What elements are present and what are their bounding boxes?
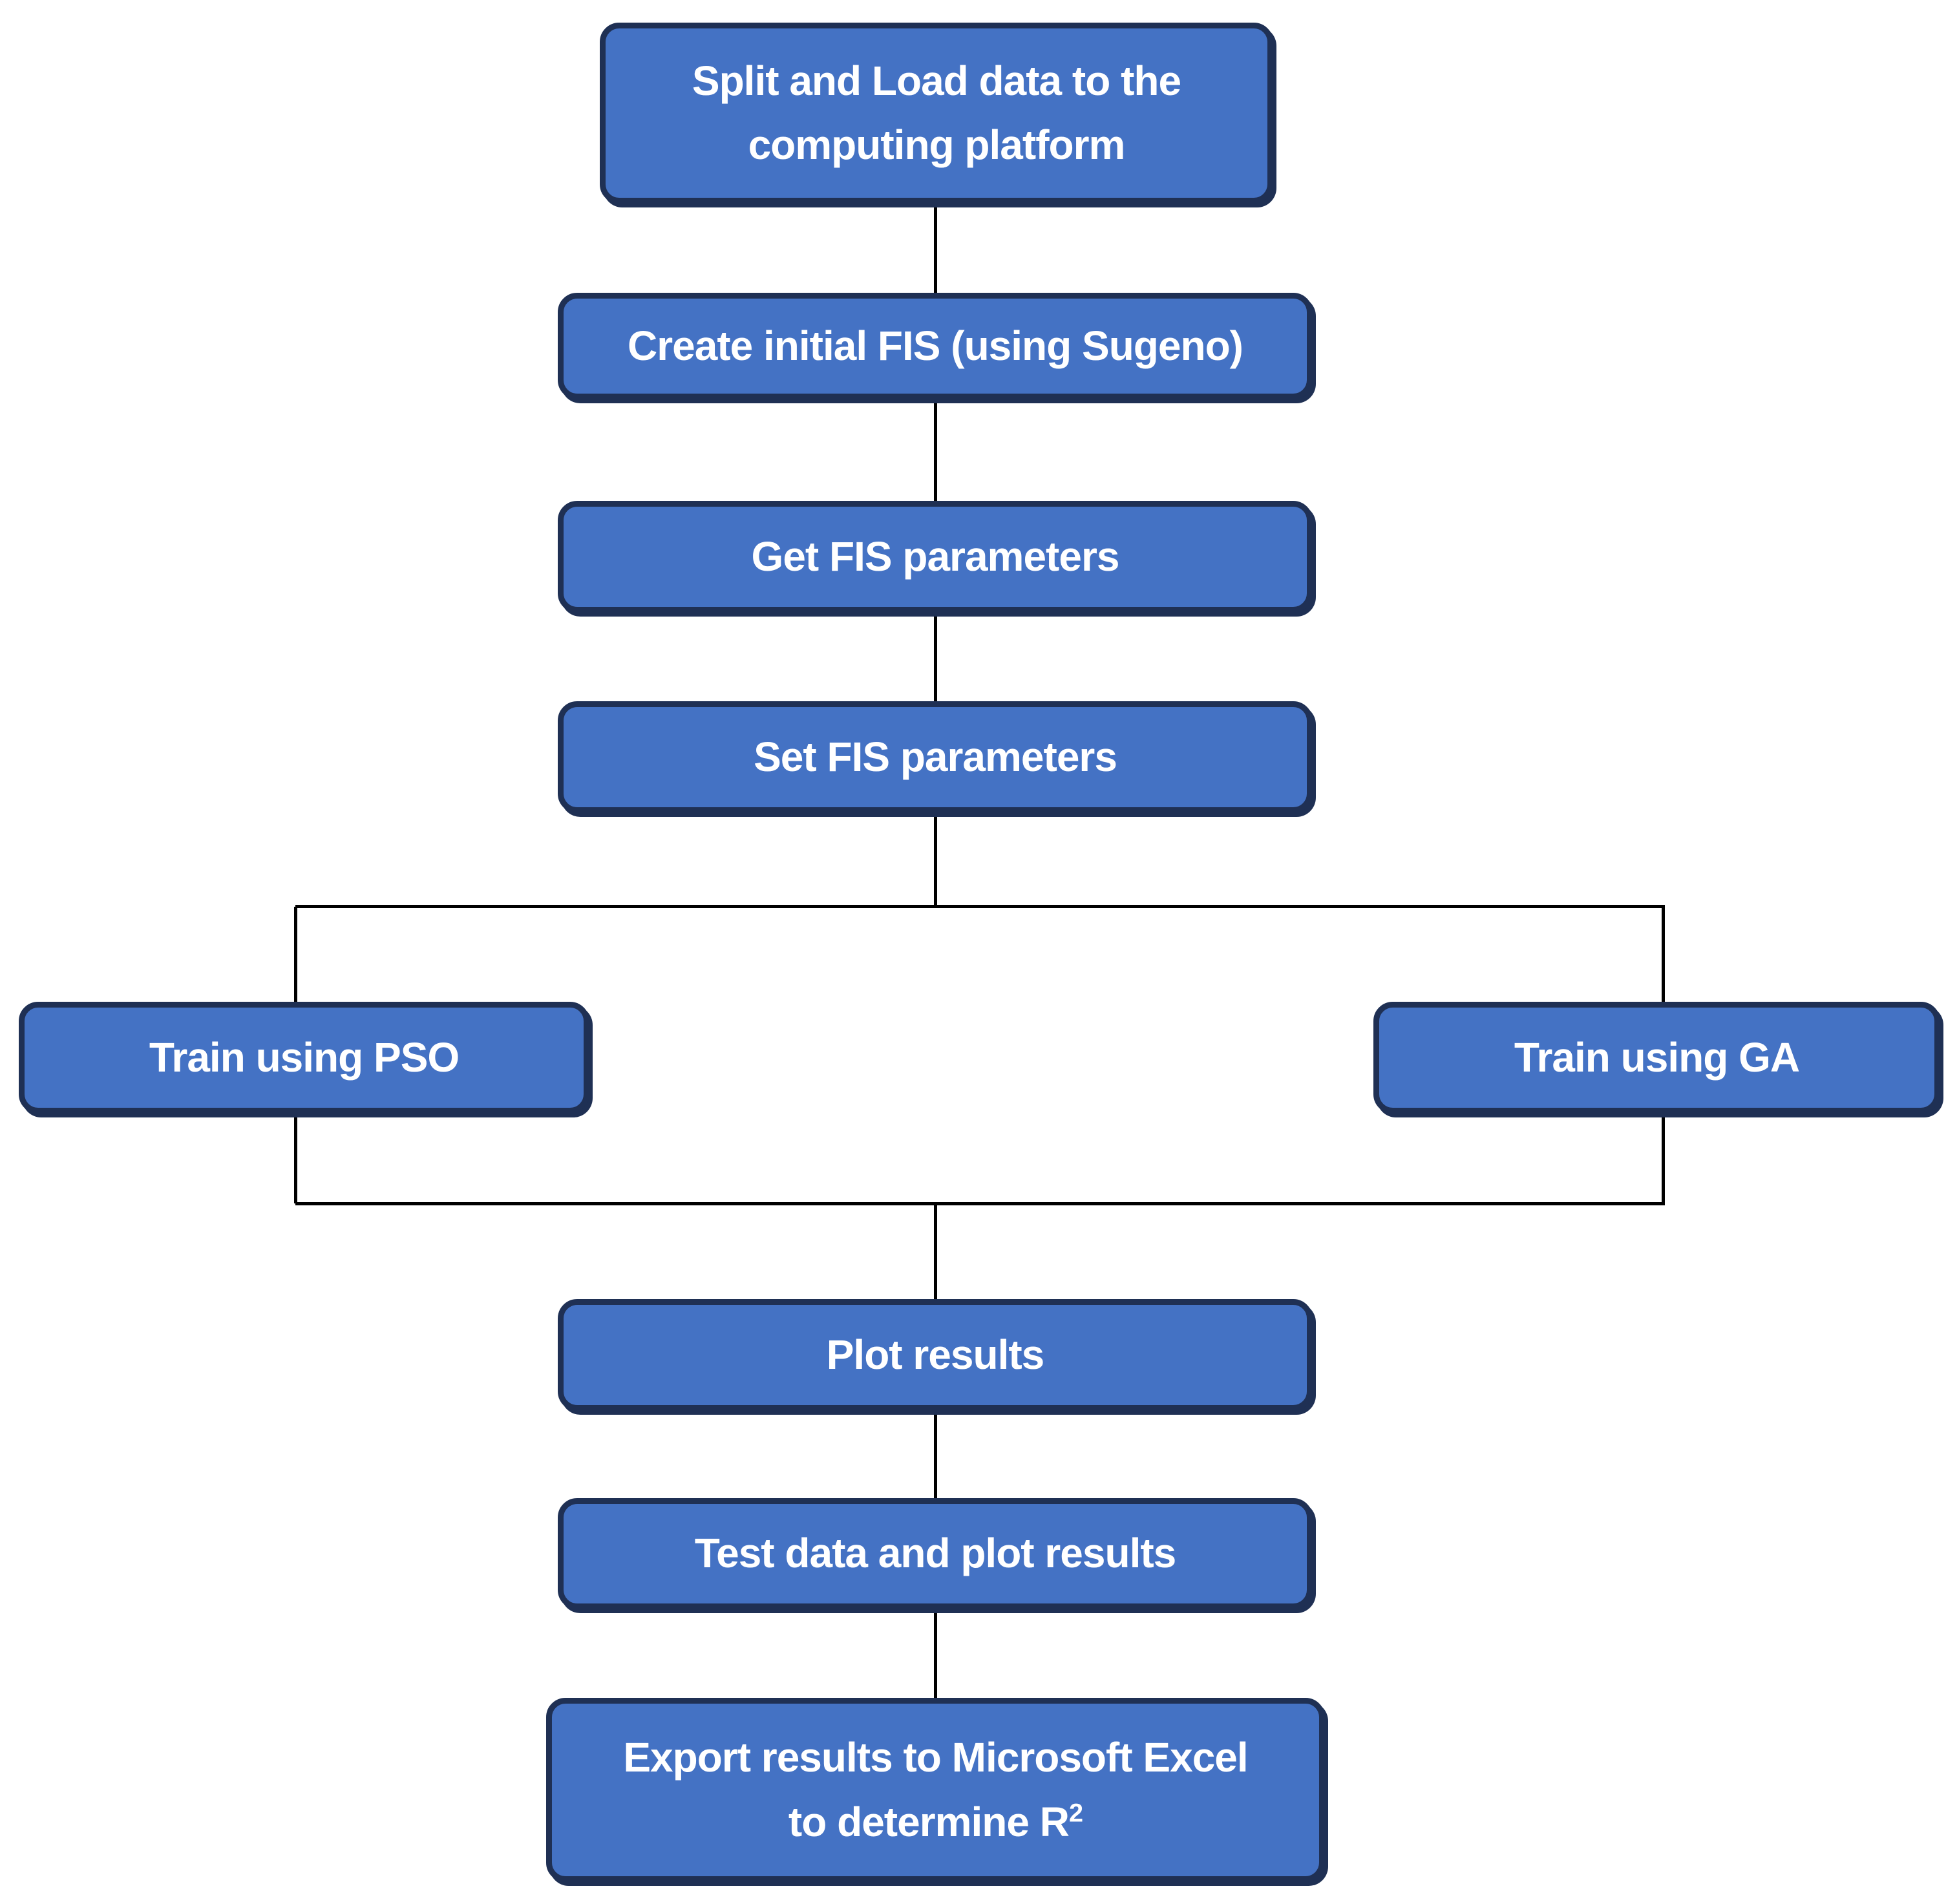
node-split-load-data: Split and Load data to the computing pla…	[600, 23, 1273, 204]
connector-plot-to-test	[934, 1410, 937, 1499]
connector-get-to-set	[934, 611, 937, 703]
node-label: Get FIS parameters	[751, 533, 1120, 580]
branch-split-line	[295, 905, 1665, 908]
node-label: Export results to Microsoft Excel	[623, 1734, 1248, 1781]
connector-ga-to-merge	[1662, 1112, 1665, 1203]
node-train-using-ga: Train using GA	[1373, 1002, 1940, 1114]
connector-set-to-branch	[934, 812, 937, 907]
node-export-results-excel: Export results to Microsoft Excel to det…	[546, 1698, 1325, 1882]
node-label: Train using GA	[1514, 1033, 1800, 1081]
node-label-with-superscript: to determine R2	[788, 1790, 1083, 1854]
node-label: to determine R	[788, 1798, 1070, 1845]
node-set-fis-parameters: Set FIS parameters	[558, 701, 1313, 813]
connector-branch-to-ga	[1662, 907, 1665, 1003]
node-label: computing platform	[748, 122, 1126, 168]
connector-split-to-create	[934, 204, 937, 294]
node-label: Plot results	[826, 1331, 1045, 1378]
connector-create-to-get	[934, 398, 937, 502]
node-label: Create initial FIS (using Sugeno)	[628, 322, 1243, 369]
connector-merge-to-plot	[934, 1204, 937, 1300]
node-plot-results: Plot results	[558, 1299, 1313, 1411]
connector-pso-to-merge	[294, 1112, 297, 1203]
connector-test-to-export	[934, 1608, 937, 1699]
node-train-using-pso: Train using PSO	[19, 1002, 589, 1114]
r-squared-superscript: 2	[1068, 1799, 1083, 1828]
node-label: Set FIS parameters	[754, 733, 1117, 780]
node-create-initial-fis: Create initial FIS (using Sugeno)	[558, 293, 1313, 399]
connector-branch-to-pso	[294, 907, 297, 1003]
node-get-fis-parameters: Get FIS parameters	[558, 501, 1313, 613]
branch-merge-line	[295, 1202, 1665, 1205]
node-label: Split and Load data to the	[692, 57, 1181, 104]
node-label: Test data and plot results	[694, 1530, 1176, 1577]
node-test-data-plot-results: Test data and plot results	[558, 1498, 1313, 1609]
node-label: Train using PSO	[149, 1033, 460, 1081]
